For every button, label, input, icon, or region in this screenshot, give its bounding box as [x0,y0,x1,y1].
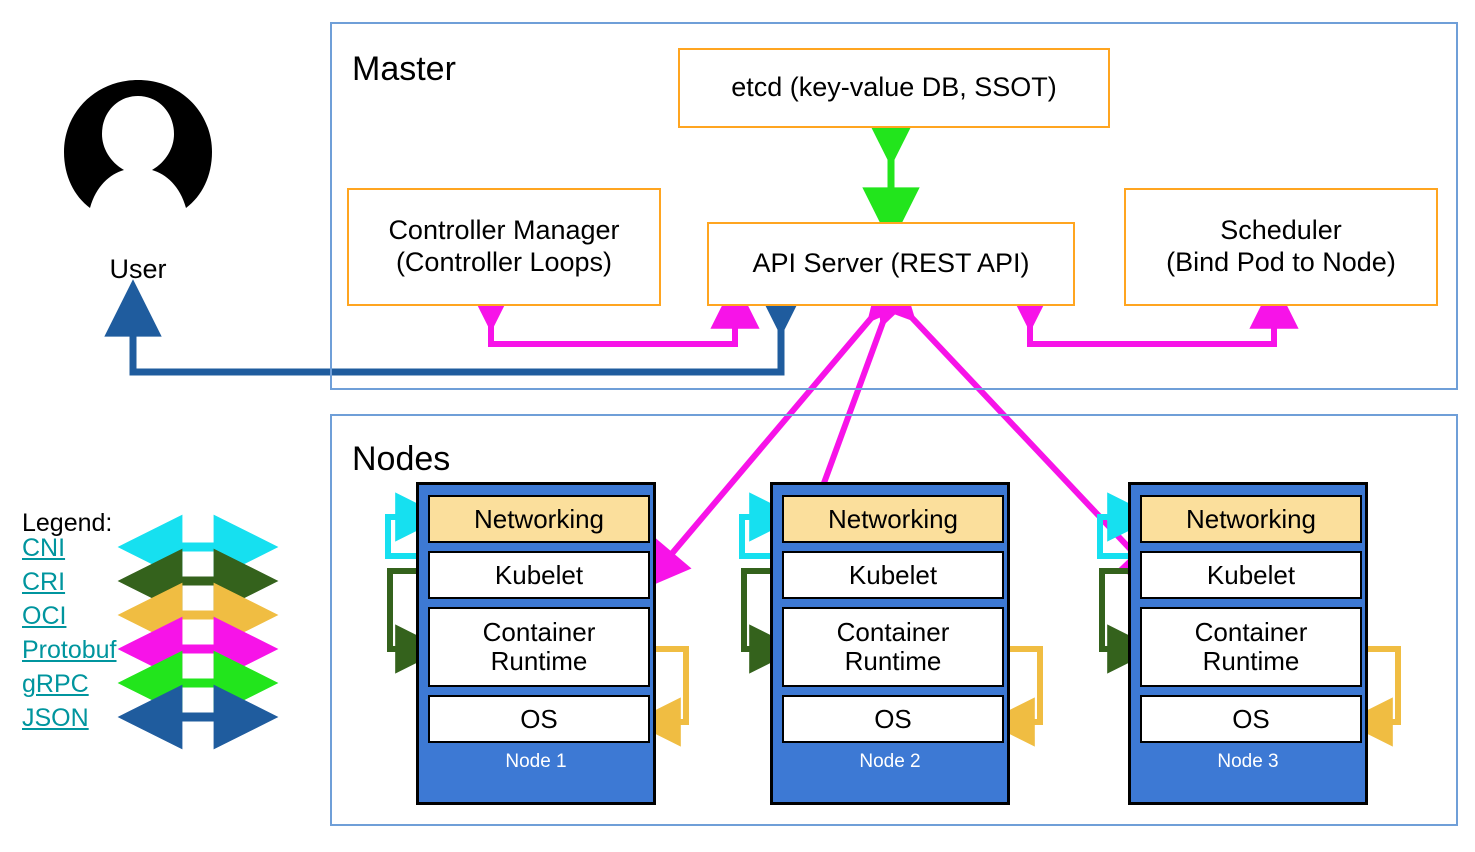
etcd-box[interactable]: etcd (key-value DB, SSOT) [678,48,1110,128]
node-3-layer-container-runtime[interactable]: Container Runtime [1140,607,1362,687]
node-3-layer-kubelet[interactable]: Kubelet [1140,551,1362,599]
node-3-name: Node 3 [1217,751,1279,772]
master-group [330,22,1458,390]
node-3[interactable]: Networking Kubelet Container Runtime OS … [1128,482,1368,805]
controller-manager-box[interactable]: Controller Manager (Controller Loops) [347,188,661,306]
node-2-layer-os[interactable]: OS [782,695,1004,743]
legend-item-protobuf[interactable]: Protobuf [22,636,117,664]
legend-title: Legend: [22,509,113,537]
node-1-name: Node 1 [505,751,567,772]
api-server-box[interactable]: API Server (REST API) [707,222,1075,306]
node-1[interactable]: Networking Kubelet Container Runtime OS … [416,482,656,805]
legend-item-cri[interactable]: CRI [22,568,66,596]
node-2[interactable]: Networking Kubelet Container Runtime OS … [770,482,1010,805]
node-2-layer-networking[interactable]: Networking [782,495,1004,543]
nodes-group [330,414,1458,826]
legend-item-grpc[interactable]: gRPC [22,670,89,698]
node-1-layer-networking[interactable]: Networking [428,495,650,543]
node-1-layer-os[interactable]: OS [428,695,650,743]
node-3-layer-os[interactable]: OS [1140,695,1362,743]
legend-item-cni[interactable]: CNI [22,534,66,562]
user-label: User [109,254,167,284]
scheduler-box[interactable]: Scheduler (Bind Pod to Node) [1124,188,1438,306]
legend-item-json[interactable]: JSON [22,704,89,732]
user-avatar-icon [62,78,214,224]
node-3-layer-networking[interactable]: Networking [1140,495,1362,543]
node-2-layer-container-runtime[interactable]: Container Runtime [782,607,1004,687]
master-group-title: Master [352,50,456,88]
node-1-layer-container-runtime[interactable]: Container Runtime [428,607,650,687]
node-2-name: Node 2 [859,751,921,772]
node-1-layer-kubelet[interactable]: Kubelet [428,551,650,599]
legend-item-oci[interactable]: OCI [22,602,67,630]
nodes-group-title: Nodes [352,440,451,478]
node-2-layer-kubelet[interactable]: Kubelet [782,551,1004,599]
